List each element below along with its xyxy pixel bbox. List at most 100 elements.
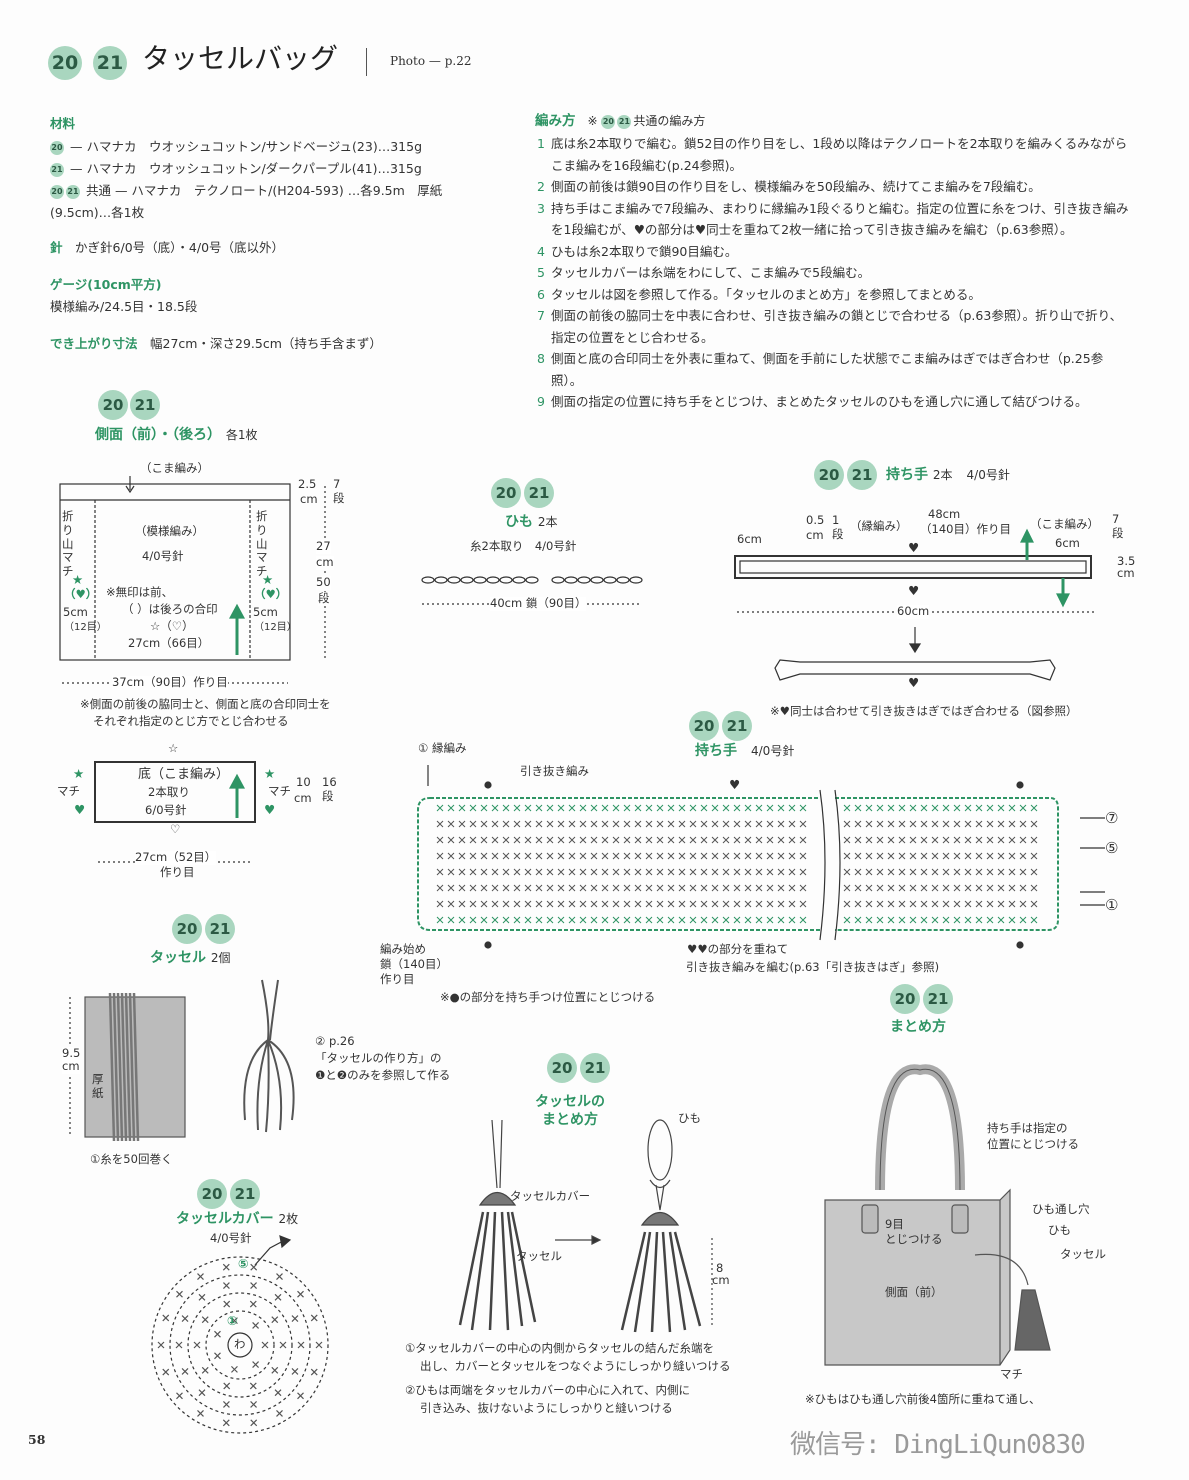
stitch-mark <box>623 900 631 908</box>
stitch-mark <box>601 820 609 828</box>
stitch-mark <box>733 836 741 844</box>
instructions-note: 共通の編み方 <box>633 114 706 128</box>
stitch-mark <box>678 836 686 844</box>
label: 作り目 <box>160 865 195 879</box>
label: マチ <box>1000 1367 1023 1381</box>
stitch-mark <box>843 852 851 860</box>
stitch-mark <box>920 804 928 812</box>
stitch-mark <box>480 916 488 924</box>
stitch-mark <box>733 852 741 860</box>
stitch-mark <box>546 916 554 924</box>
stitch-mark <box>513 804 521 812</box>
label: ※無印は前、 <box>106 585 174 599</box>
stitch-mark <box>535 804 543 812</box>
stitch-mark <box>678 884 686 892</box>
label: 2本取り <box>148 785 190 799</box>
stitch-mark <box>590 804 598 812</box>
stitch-mark <box>887 868 895 876</box>
needle-line: 針 かぎ針6/0号（底）・4/0号（底以外） <box>50 237 284 256</box>
stitch-mark <box>491 852 499 860</box>
heart-icon: ♥ <box>264 802 276 817</box>
label: ひも通し穴 <box>1032 1202 1090 1216</box>
stitch-mark <box>964 820 972 828</box>
stitch-mark <box>491 836 499 844</box>
stitch-mark <box>469 820 477 828</box>
stitch-mark <box>843 804 851 812</box>
stitch-mark <box>297 1290 304 1298</box>
stitch-mark <box>964 804 972 812</box>
stitch-mark <box>986 836 994 844</box>
chain-stitch-mark <box>551 576 565 584</box>
stitch-mark <box>854 900 862 908</box>
stitch-mark <box>920 868 928 876</box>
stitch-mark <box>546 884 554 892</box>
stitch-mark <box>997 804 1005 812</box>
stitch-mark <box>931 916 939 924</box>
stitch-mark <box>953 900 961 908</box>
stitch-mark <box>447 820 455 828</box>
stitch-mark <box>678 852 686 860</box>
star-mark: ★ <box>73 766 85 781</box>
stitch-mark <box>997 884 1005 892</box>
heart-icon: ♥ <box>729 777 741 792</box>
stitch-mark <box>788 900 796 908</box>
label: 作り目 <box>380 972 415 986</box>
label: （縁編み） <box>850 519 908 533</box>
step-text: 側面の指定の位置に持ち手をとじつけ、まとめたタッセルのひもを通し穴に通して結びつ… <box>551 394 1088 409</box>
stitch-mark <box>931 836 939 844</box>
label: 4/0号針 <box>142 549 184 563</box>
stitch-mark <box>252 1322 260 1329</box>
stitch-mark <box>931 820 939 828</box>
stitch-mark <box>799 916 807 924</box>
chain-stitch-mark <box>577 576 591 584</box>
section-header: タッセル 2個 <box>150 950 231 967</box>
stitch-mark <box>909 916 917 924</box>
stitch-mark <box>557 884 565 892</box>
stitch-mark <box>700 852 708 860</box>
stitch-mark <box>546 900 554 908</box>
label: 0.5 <box>806 513 825 527</box>
stitch-mark <box>799 884 807 892</box>
needle: 4/0号針 <box>751 744 795 758</box>
stitch-mark <box>315 1341 323 1349</box>
instructions-heading: 編み方 <box>535 113 576 129</box>
stitch-mark <box>656 804 664 812</box>
stitch-mark <box>297 1341 305 1349</box>
label: cm <box>1117 566 1135 580</box>
badge: 20 <box>98 390 128 420</box>
stitch-mark <box>656 868 664 876</box>
stitch-mark <box>799 804 807 812</box>
stitch-mark <box>876 820 884 828</box>
stitch-mark <box>920 916 928 924</box>
stitch-mark <box>1008 804 1016 812</box>
stitch-mark <box>865 868 873 876</box>
badge: 20 <box>50 184 64 199</box>
stitch-mark <box>579 820 587 828</box>
stitch-mark <box>722 900 730 908</box>
step-text: 側面の前後は鎖90目の作り目をし、模様編みを50段編み、続けてこま編みを7段編む… <box>551 179 1041 194</box>
stitch-mark <box>887 804 895 812</box>
stitch-mark <box>766 852 774 860</box>
stitch-mark <box>201 1366 209 1374</box>
stitch-mark <box>931 884 939 892</box>
stitch-mark <box>986 820 994 828</box>
page-number: 58 <box>28 1432 46 1447</box>
stitch-mark <box>469 884 477 892</box>
step-number: 6 <box>537 286 545 302</box>
stitch-mark <box>700 836 708 844</box>
stitch-mark <box>986 884 994 892</box>
stitch-mark <box>689 868 697 876</box>
stitch-mark <box>524 900 532 908</box>
badge: 20 <box>50 140 64 155</box>
stitch-mark <box>524 884 532 892</box>
stitch-mark <box>458 820 466 828</box>
note: ①タッセルカバーの中心の内側からタッセルの結んだ糸端を <box>405 1341 714 1355</box>
stitch-mark <box>788 804 796 812</box>
stitch-mark <box>744 820 752 828</box>
stitch-mark <box>502 852 510 860</box>
chain-stitch-mark <box>603 576 617 584</box>
stitch-mark <box>777 804 785 812</box>
stitch-mark <box>744 884 752 892</box>
label: 「タッセルの作り方」の <box>315 1051 442 1065</box>
